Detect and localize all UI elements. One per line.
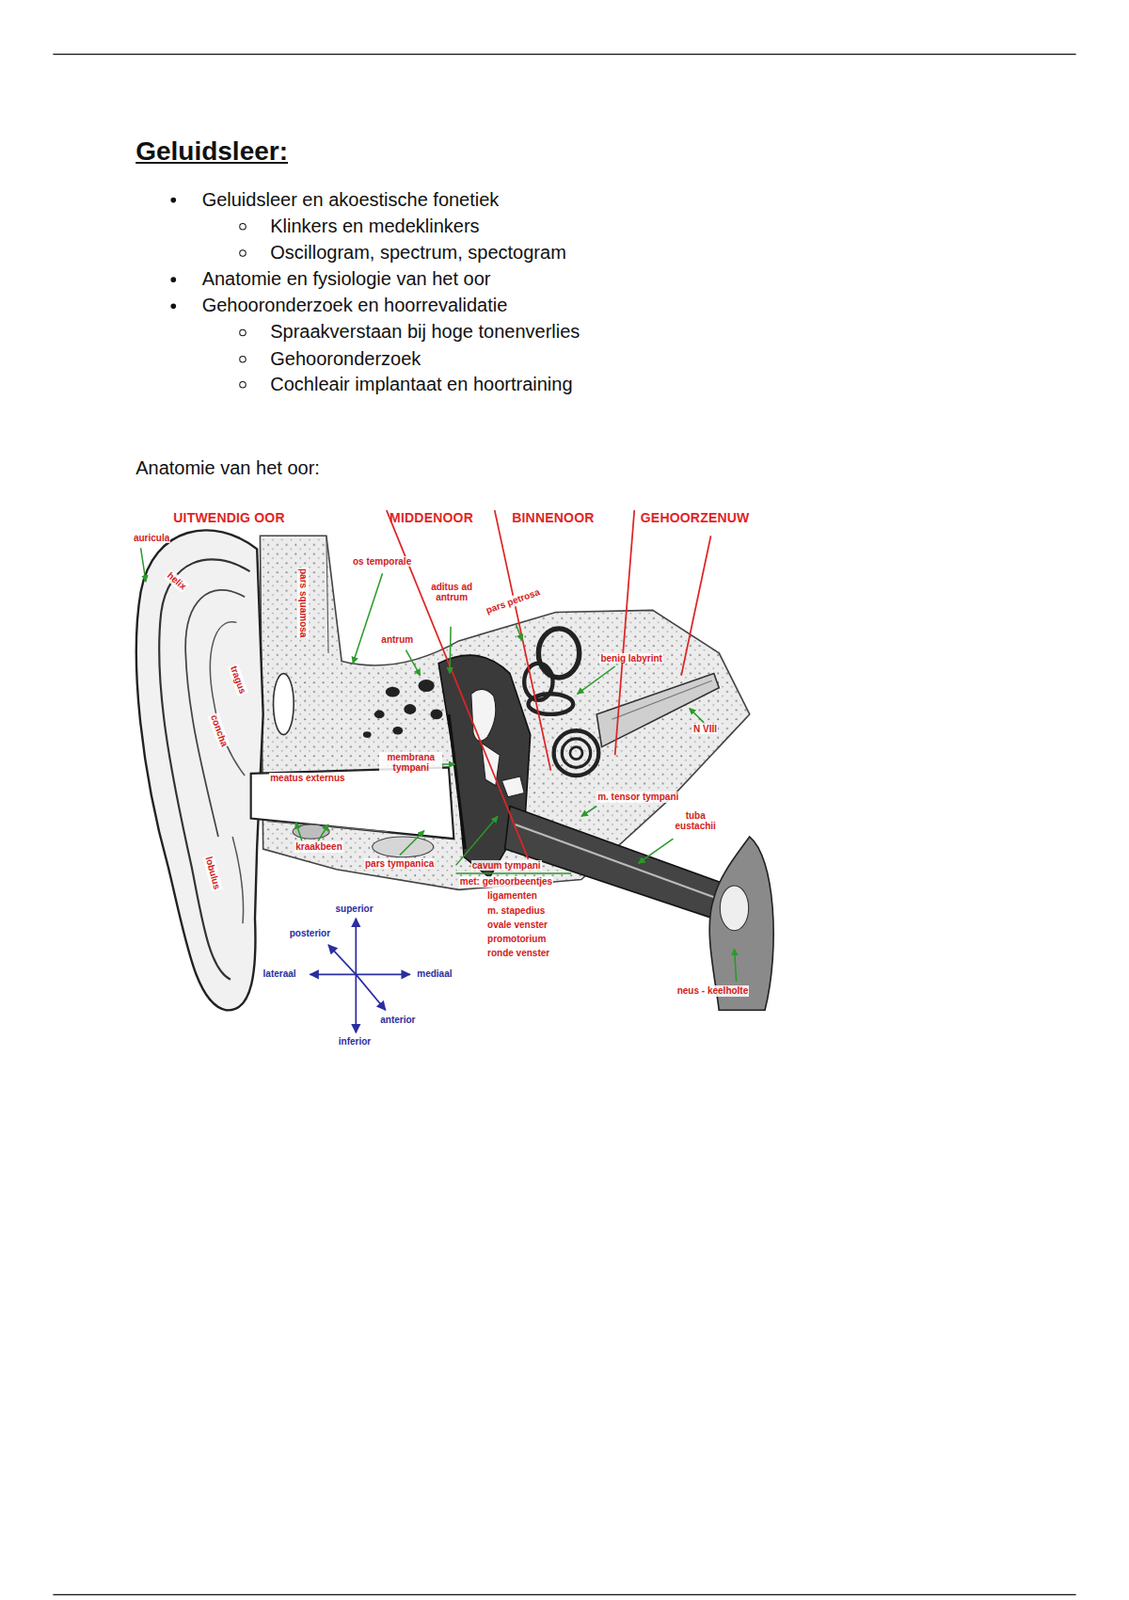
direction-label: lateraal: [262, 968, 298, 980]
list-item: Anatomie en fysiologie van het oor: [202, 268, 492, 290]
part-label: ligamenten: [486, 890, 539, 902]
list-item: Geluidsleer en akoestische fonetiek: [202, 189, 500, 211]
part-label: cavum tympani: [471, 859, 542, 872]
part-label: neus - keelholte: [676, 985, 750, 997]
region-heading: UITWENDIG OOR: [173, 509, 285, 525]
region-heading: MIDDENOOR: [389, 509, 474, 525]
bullets: [170, 197, 246, 388]
page-title: Geluidsleer:: [135, 136, 288, 167]
part-label: os temporale: [351, 556, 413, 568]
part-label: antrum: [380, 634, 414, 646]
part-label: kraakbeen: [294, 841, 343, 853]
part-label: N VIII: [692, 723, 718, 735]
direction-label: mediaal: [415, 968, 453, 980]
direction-label: inferior: [337, 1035, 372, 1048]
list-item: Gehooronderzoek en hoorrevalidatie: [202, 294, 509, 317]
part-label: m. stapedius: [486, 905, 546, 917]
section-label: Anatomie van het oor:: [135, 457, 320, 479]
part-label: tuba eustachii: [667, 810, 723, 832]
part-label: benig labyrint: [599, 652, 664, 665]
list-item: Oscillogram, spectrum, spectogram: [270, 241, 567, 264]
part-label: m. tensor tympani: [596, 791, 680, 803]
part-label: aditus ad antrum: [429, 581, 475, 604]
part-label: meatus externus: [269, 772, 346, 784]
list-item: Cochleair implantaat en hoortraining: [270, 373, 573, 396]
part-label: membrana tympani: [379, 751, 443, 774]
part-label: met: gehoorbeentjes: [459, 875, 554, 888]
part-label: promotorium: [486, 933, 547, 945]
part-label: pars squamosa: [298, 567, 310, 638]
part-label: ronde venster: [486, 947, 551, 959]
list-item: Gehooronderzoek: [270, 348, 421, 370]
direction-label: anterior: [379, 1014, 416, 1026]
list-item: Klinkers en medeklinkers: [270, 215, 479, 238]
part-label: auricula: [132, 532, 171, 544]
part-label: ovale venster: [486, 919, 549, 931]
part-label: pars tympanica: [364, 858, 435, 870]
region-heading: GEHOORZENUW: [640, 509, 750, 525]
direction-label: posterior: [288, 927, 332, 939]
list-item: Spraakverstaan bij hoge tonenverlies: [270, 320, 580, 343]
region-heading: BINNENOOR: [511, 509, 594, 525]
direction-label: superior: [334, 903, 375, 915]
